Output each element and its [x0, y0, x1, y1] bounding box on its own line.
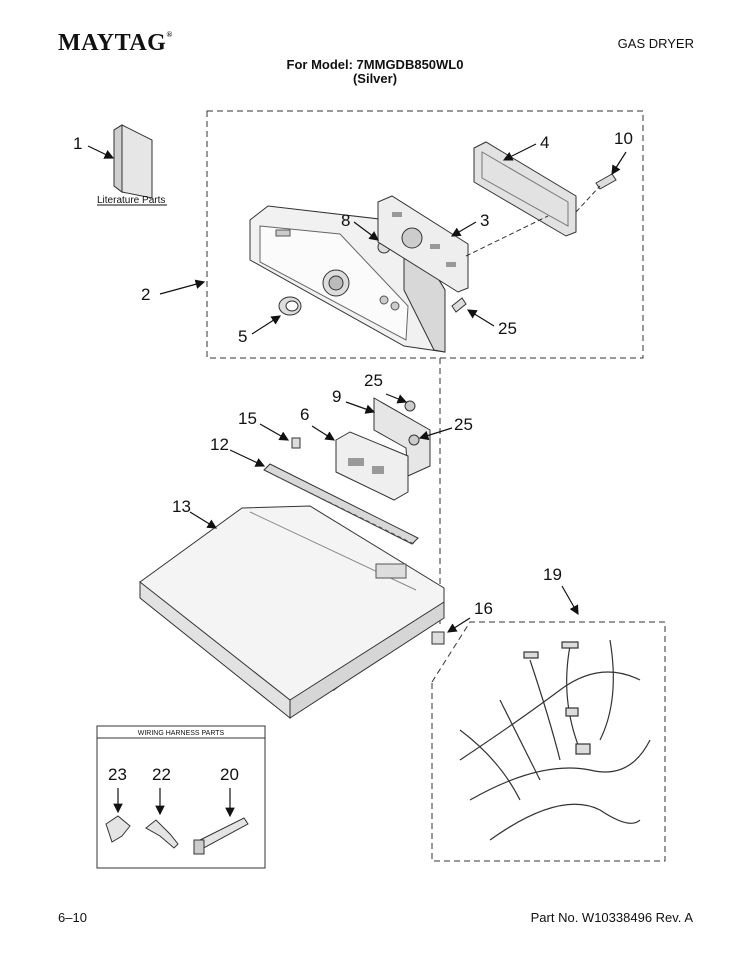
product-type: GAS DRYER [617, 36, 694, 51]
wiring-parts-box [96, 725, 266, 869]
color-line: (Silver) [352, 71, 398, 86]
harness-group-box [431, 621, 666, 862]
screw [451, 297, 467, 313]
wiring-part-22 [145, 819, 179, 849]
brand-logo: MAYTAG® [58, 30, 173, 56]
callout-1: 1 [73, 134, 82, 153]
callout-20: 20 [220, 765, 239, 784]
callout-8: 8 [341, 211, 350, 230]
wiring-part-23 [105, 815, 131, 843]
top-cover [139, 505, 445, 720]
callout-6: 6 [300, 405, 309, 424]
callout-19: 19 [543, 565, 562, 584]
wiring-parts-box-title: WIRING HARNESS PARTS [138, 730, 225, 737]
literature-parts [97, 124, 167, 206]
callout-23: 23 [108, 765, 127, 784]
mounting-strip [263, 463, 419, 545]
callout-16: 16 [474, 599, 493, 618]
model-heading: For Model: 7MMGDB850WL0 (Silver) [0, 58, 750, 86]
model-line: For Model: 7MMGDB850WL0 [286, 57, 464, 72]
callout-9: 9 [332, 387, 341, 406]
callout-22: 22 [152, 765, 171, 784]
callout-5: 5 [238, 327, 247, 346]
screw [291, 437, 301, 449]
callout-25-console: 25 [498, 319, 517, 338]
callout-12: 12 [210, 435, 229, 454]
literature-parts-label: Literature Parts [97, 195, 165, 206]
callout-25-bracket-side: 25 [454, 415, 473, 434]
wiring-harness [459, 639, 651, 841]
callout-2: 2 [141, 285, 150, 304]
part-number: Part No. W10338496 Rev. A [530, 910, 693, 925]
callout-10: 10 [614, 129, 633, 148]
control-board [377, 195, 469, 293]
foot [431, 631, 445, 645]
page-number: 6–10 [58, 910, 87, 925]
mounting-bracket [473, 141, 577, 237]
callout-25-bracket-top: 25 [364, 371, 383, 390]
console-group-box [206, 110, 644, 359]
callout-4: 4 [540, 133, 549, 152]
knob [278, 296, 302, 316]
callout-3: 3 [480, 211, 489, 230]
control-housing [335, 397, 431, 501]
callout-15: 15 [238, 409, 257, 428]
wiring-part-20 [193, 817, 249, 855]
leader-arrows [87, 143, 627, 818]
callout-13: 13 [172, 497, 191, 516]
